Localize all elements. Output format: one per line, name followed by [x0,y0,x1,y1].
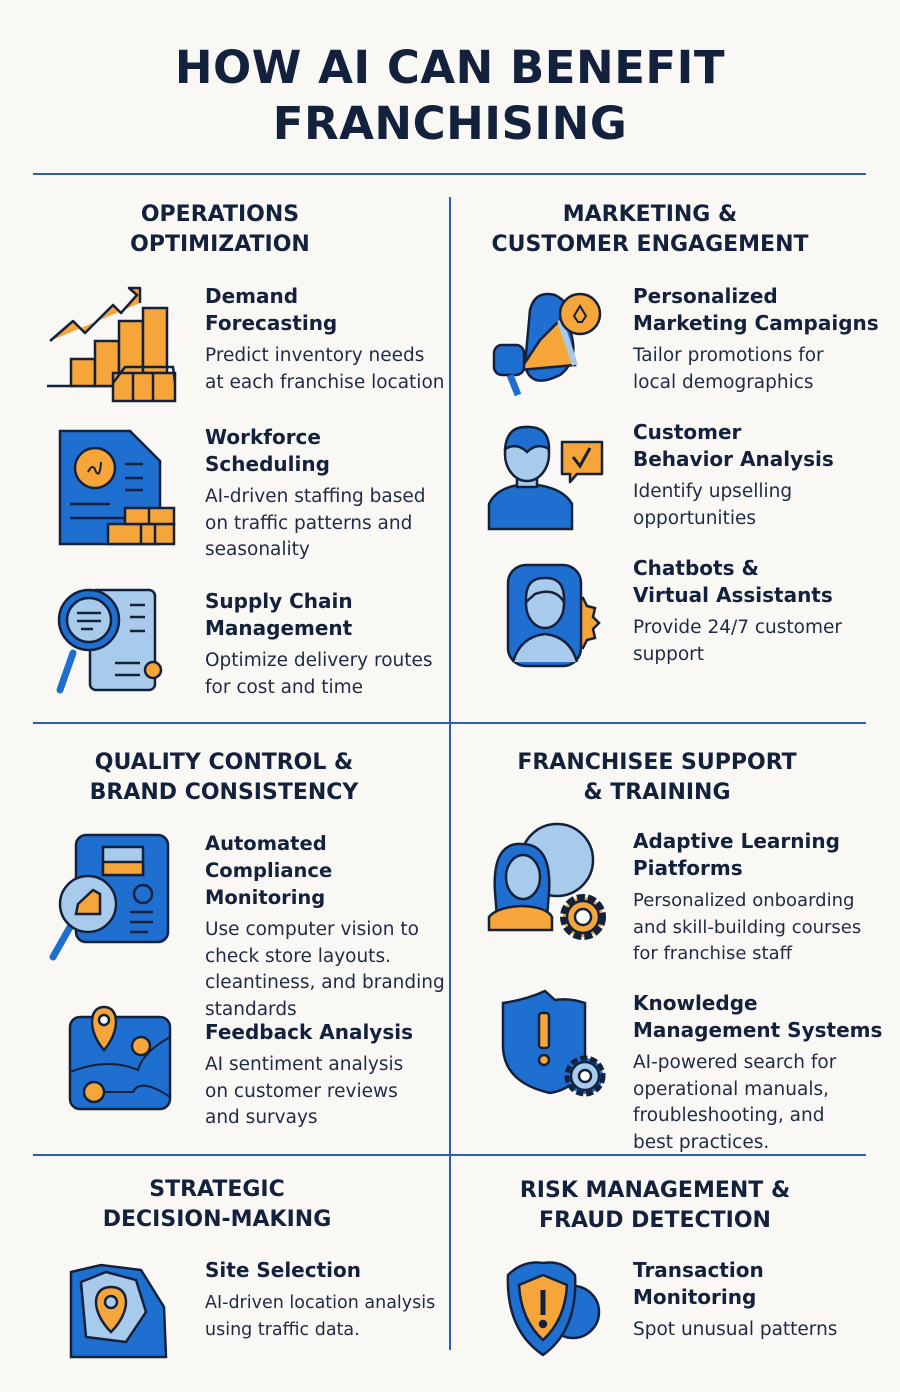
item-workforce-scheduling: Workforce Scheduling AI-driven staffing … [205,424,455,564]
location-map-icon [69,1263,168,1359]
item-description: Identify upselling opportunities [633,481,793,529]
item-description: Spot unusual patterns [633,1319,838,1340]
item-title: Knowledge Management Systems [633,991,883,1042]
item-feedback-analysis: Feedback Analysis AI sentiment analysis … [205,1019,455,1132]
inspection-icon [49,833,170,961]
person-check-icon [487,425,604,531]
item-title: Chatbots & Virtual Assistants [633,556,833,607]
megaphone-icon [492,292,602,397]
section-heading-support: FRANCHISEE SUPPORT & TRAINING [517,750,797,805]
item-description: AI-driven location analysis using traffi… [205,1293,436,1340]
item-description: Provide 24/7 customer support [633,617,842,665]
item-title: Automated Compliance Monitoring [205,832,333,909]
item-chatbots: Chatbots & Virtual Assistants Provide 24… [633,555,893,668]
item-description: Personalized onboarding and skill-buildi… [633,890,862,964]
item-adaptive-learning: Adaptive Learning Piatforms Personalized… [633,828,893,968]
item-title: Feedback Analysis [205,1020,413,1044]
divider [449,197,451,1350]
item-description: Predict inventory needs at each franchis… [205,345,445,393]
item-title: Transaction Monitoring [633,1258,764,1309]
item-title: Workforce Scheduling [205,425,330,476]
item-description: AI-driven staffing based on traffic patt… [205,486,426,560]
item-site-selection: Site Selection AI-driven location analys… [205,1257,450,1343]
item-description: Tailor promotions for local demographics [633,345,824,393]
item-compliance-monitoring: Automated Compliance Monitoring Use comp… [205,830,450,1023]
item-supply-chain: Supply Chain Management Optimize deliver… [205,588,455,701]
schedule-document-icon [58,429,176,546]
magnifier-document-icon [56,588,163,694]
section-heading-strategic: STRATEGIC DECISION-MAKING [102,1177,332,1232]
item-title: Supply Chain Management [205,589,353,640]
item-personalized-marketing: Personalized Marketing Campaigns Tailor … [633,283,893,396]
shield-warning-icon [506,1261,601,1357]
map-pin-icon [68,1005,172,1111]
divider [33,1154,866,1156]
shield-alert-gear-icon [501,989,606,1097]
item-description: AI-powered search for operational manual… [633,1052,837,1153]
learner-gear-icon [487,822,606,940]
item-title: Site Selection [205,1258,361,1282]
assistant-icon [506,563,601,668]
item-title: Demand Forecasting [205,284,338,335]
bar-chart-icon [47,286,177,403]
item-description: AI sentiment analysis on customer review… [205,1054,404,1128]
item-description: Use computer vision to check store layou… [205,919,445,1020]
item-knowledge-management: Knowledge Management Systems AI-powered … [633,990,893,1156]
section-heading-risk: RISK MANAGEMENT & FRAUD DETECTION [519,1178,791,1233]
page-title: HOW AI CAN BENEFIT FRANCHISING [174,41,726,150]
section-heading-quality: QUALITY CONTROL & BRAND CONSISTENCY [89,750,359,805]
item-title: Adaptive Learning Piatforms [633,829,840,880]
item-title: Personalized Marketing Campaigns [633,284,879,335]
section-heading-marketing: MARKETING & CUSTOMER ENGAGEMENT [491,202,809,257]
section-heading-operations: OPERATIONS OPTIMIZATION [130,202,310,257]
divider [33,173,866,175]
item-title: Customer Behavior Analysis [633,420,834,471]
item-customer-behavior: Customer Behavior Analysis Identify upse… [633,419,893,532]
item-transaction-monitoring: Transaction Monitoring Spot unusual patt… [633,1257,893,1344]
item-demand-forecasting: Demand Forecasting Predict inventory nee… [205,283,455,396]
item-description: Optimize delivery routes for cost and ti… [205,650,433,698]
divider [33,722,866,724]
